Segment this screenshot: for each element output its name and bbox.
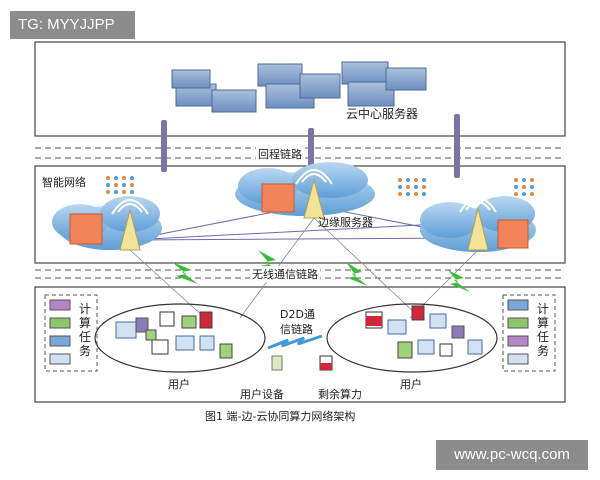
user-group-right	[326, 303, 498, 373]
backhaul-pillar-center	[308, 128, 314, 174]
user-right-label: 用户	[400, 378, 422, 391]
compute-task-box-right	[502, 294, 556, 372]
cloud-server-icon	[171, 61, 427, 113]
smart-network-label: 智能网络	[42, 176, 86, 189]
edge-cloud-center	[235, 162, 375, 216]
d2d-link-label-line2: 信链路	[280, 323, 313, 336]
user-left-label: 用户	[168, 378, 190, 391]
backhaul-link-label: 回程链路	[256, 146, 304, 162]
cloud-layer-frame	[34, 41, 566, 137]
task-chip-icons-right	[507, 299, 529, 365]
compute-task-label-left: 计算任务	[78, 302, 91, 358]
user-device-label: 用户设备	[240, 388, 284, 401]
edge-server-label: 边缘服务器	[318, 216, 373, 229]
edge-cloud-left	[52, 196, 162, 250]
cloud-server-label: 云中心服务器	[346, 107, 419, 121]
user-devices-left	[115, 311, 233, 359]
device-layer-frame	[34, 286, 566, 403]
task-chip-icons-left	[49, 299, 71, 365]
wireless-link-label: 无线通信链路	[250, 266, 320, 282]
remaining-compute-label: 剩余算力	[318, 388, 362, 401]
backhaul-pillar-left	[161, 120, 167, 172]
remaining-compute-fill	[320, 363, 332, 370]
top-tag: TG: MYYJJPP	[10, 11, 135, 39]
edge-server-box-left	[69, 213, 103, 245]
tower-icon-left	[111, 199, 149, 251]
edge-layer-frame	[34, 165, 566, 264]
compute-task-box-left	[44, 294, 98, 372]
edge-server-box-center	[261, 183, 295, 213]
user-group-left	[94, 303, 266, 373]
d2d-link-icon	[267, 334, 323, 350]
user-devices-right	[365, 305, 483, 359]
compute-task-label-right: 计算任务	[536, 302, 549, 358]
d2d-link-label-line1: D2D通	[280, 308, 315, 321]
figure-caption: 图1 端-边-云协同算力网络架构	[205, 410, 356, 423]
user-device-legend-icon	[271, 355, 283, 371]
lightning-icons	[172, 250, 470, 292]
dot-cluster-center	[398, 178, 426, 196]
watermark: www.pc-wcq.com	[436, 440, 588, 470]
dot-cluster-left	[106, 176, 134, 194]
tower-icon-center	[295, 169, 333, 219]
edge-server-box-right	[497, 219, 529, 249]
dot-cluster-right	[514, 178, 534, 196]
backhaul-pillar-right	[454, 114, 460, 178]
